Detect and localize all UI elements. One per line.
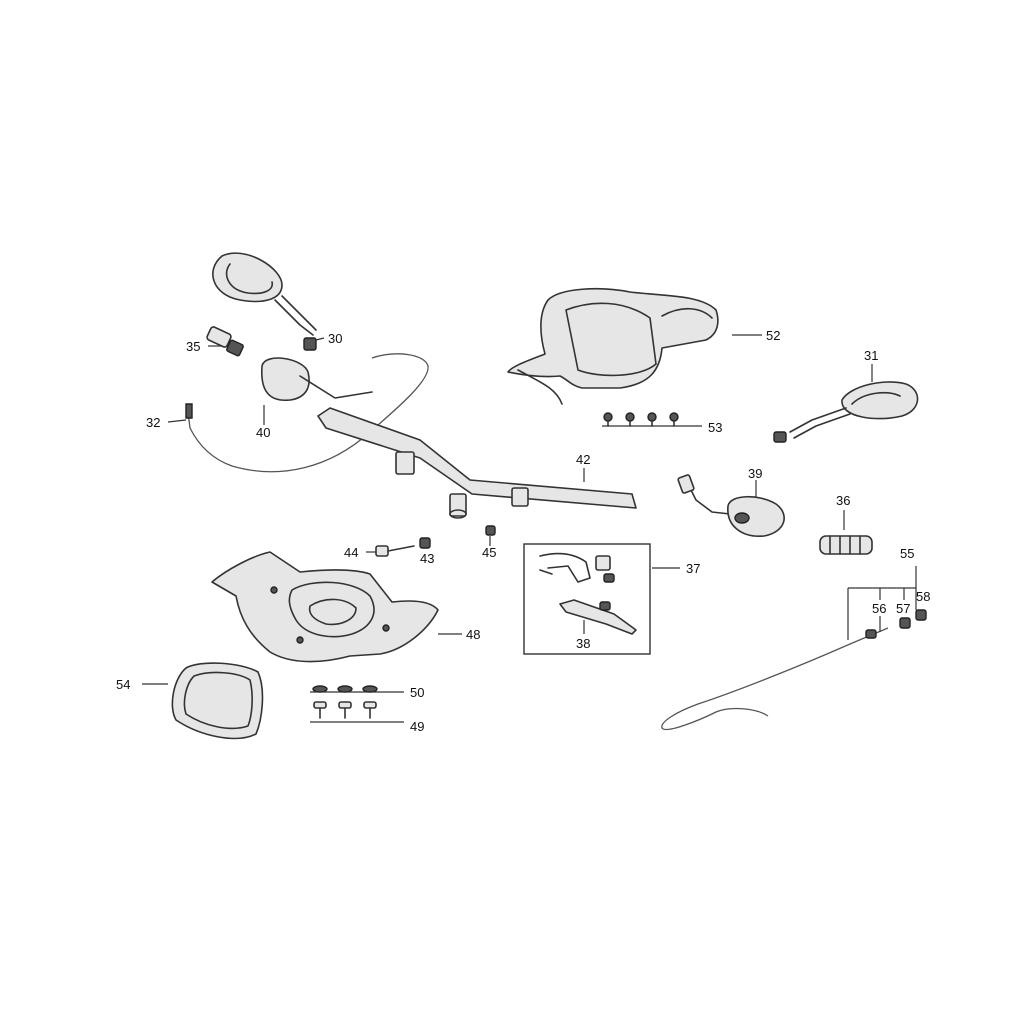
long-bolt-part[interactable] — [375, 545, 415, 557]
left-switch-part[interactable] — [261, 357, 373, 401]
callout-58: 58 — [916, 589, 930, 604]
callout-55: 55 — [900, 546, 914, 561]
washers-part[interactable] — [312, 685, 378, 693]
right-mirror-part[interactable] — [773, 381, 919, 443]
handlebar-part[interactable] — [317, 407, 637, 519]
callout-56: 56 — [872, 601, 886, 616]
callout-36: 36 — [836, 493, 850, 508]
callout-31: 31 — [864, 348, 878, 363]
screws-part[interactable] — [313, 701, 377, 719]
callout-45: 45 — [482, 545, 496, 560]
callout-43: 43 — [420, 551, 434, 566]
callout-54: 54 — [116, 677, 130, 692]
callout-39: 39 — [748, 466, 762, 481]
nut-part[interactable] — [419, 537, 431, 549]
lever-bracket-part[interactable] — [539, 552, 615, 583]
cover-screws-part[interactable] — [603, 412, 679, 427]
callout-48: 48 — [466, 627, 480, 642]
callout-30: 30 — [328, 331, 342, 346]
callout-44: 44 — [344, 545, 358, 560]
handlebar-cover-part[interactable] — [507, 287, 719, 405]
brake-lever-part[interactable] — [559, 599, 637, 635]
leader-lines — [142, 334, 917, 723]
small-nut-part[interactable] — [485, 525, 496, 536]
callout-49: 49 — [410, 719, 424, 734]
left-mirror-part[interactable] — [212, 252, 317, 351]
grip-part[interactable] — [819, 535, 873, 555]
callout-35: 35 — [186, 339, 200, 354]
callout-57: 57 — [896, 601, 910, 616]
right-switch-part[interactable] — [677, 474, 785, 537]
callout-42: 42 — [576, 452, 590, 467]
rear-cover-part[interactable] — [211, 551, 439, 663]
throttle-cable-part[interactable] — [661, 609, 927, 731]
callout-32: 32 — [146, 415, 160, 430]
lever-assembly-box — [523, 543, 651, 655]
callout-40: 40 — [256, 425, 270, 440]
callout-37: 37 — [686, 561, 700, 576]
callout-52: 52 — [766, 328, 780, 343]
callout-50: 50 — [410, 685, 424, 700]
bolt-part[interactable] — [206, 326, 244, 357]
callout-53: 53 — [708, 420, 722, 435]
callout-38: 38 — [576, 636, 590, 651]
instrument-bezel-part[interactable] — [171, 662, 264, 740]
